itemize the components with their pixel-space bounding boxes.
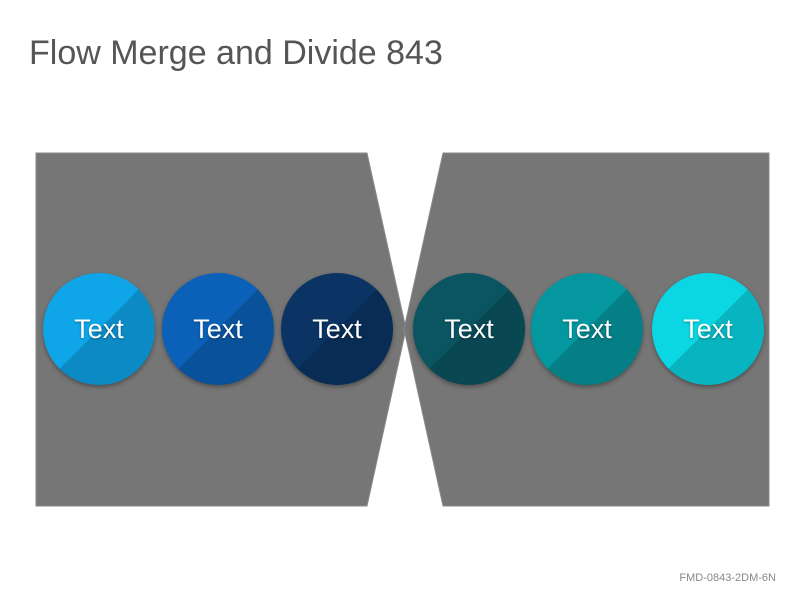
footer-code: FMD-0843-2DM-6N — [679, 572, 776, 584]
circle-node-2[interactable]: Text — [162, 273, 274, 385]
circle-shade — [43, 273, 155, 385]
circle-node-6[interactable]: Text — [652, 273, 764, 385]
circle-shade — [652, 273, 764, 385]
circle-node-4[interactable]: Text — [413, 273, 525, 385]
circle-label: Text — [193, 313, 243, 344]
slide-title: Flow Merge and Divide 843 — [29, 34, 443, 72]
circle-label: Text — [562, 313, 612, 344]
circle-label: Text — [444, 313, 494, 344]
circle-label: Text — [683, 313, 733, 344]
circle-label: Text — [74, 313, 124, 344]
circle-node-5[interactable]: Text — [531, 273, 643, 385]
circle-shade — [531, 273, 643, 385]
circle-node-3[interactable]: Text — [281, 273, 393, 385]
circle-node-1[interactable]: Text — [43, 273, 155, 385]
circle-shade — [281, 273, 393, 385]
circle-shade — [413, 273, 525, 385]
circle-label: Text — [312, 313, 362, 344]
circle-shade — [162, 273, 274, 385]
